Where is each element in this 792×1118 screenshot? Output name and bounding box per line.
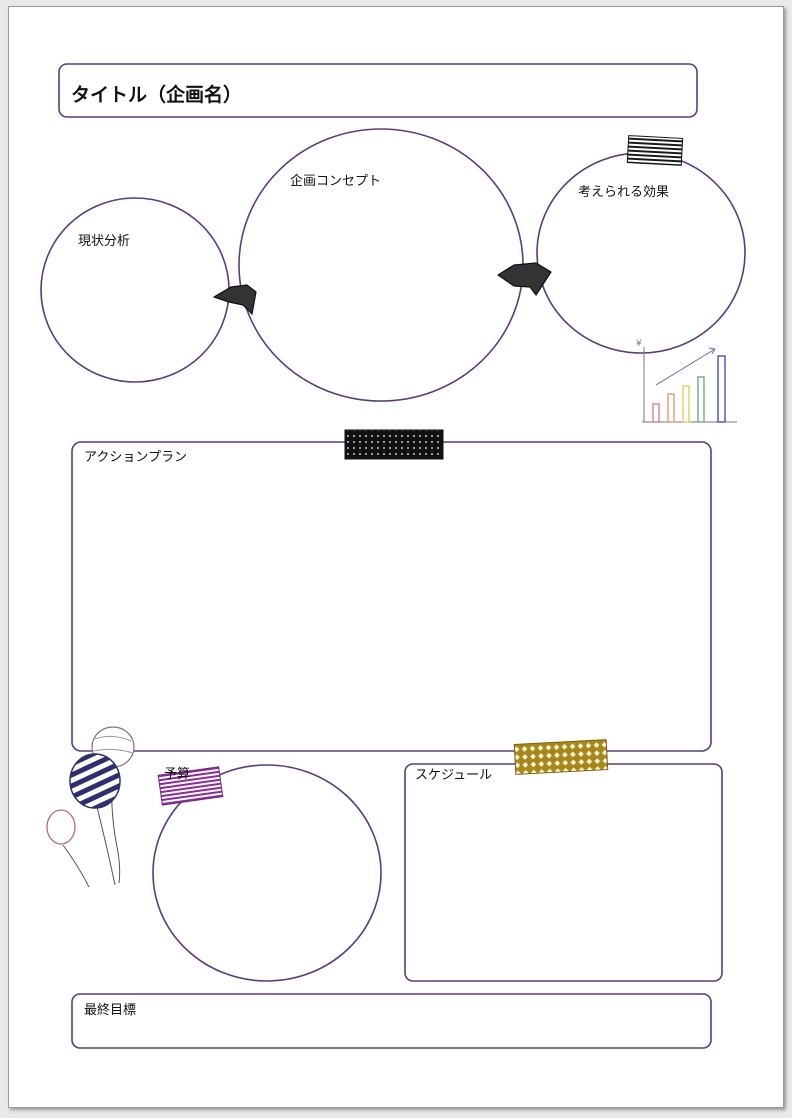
purple-tape-budget [157, 766, 224, 806]
title-frame [58, 63, 698, 118]
action-plan-label: アクションプラン [84, 450, 187, 465]
action-plan-frame [71, 441, 712, 752]
final-goal-frame [71, 993, 712, 1049]
arrow-icon-analysis-to-concept [213, 284, 257, 315]
striped-tape-effects [626, 135, 684, 166]
schedule-frame [404, 763, 723, 982]
arrow-icon-concept-to-effects [497, 262, 552, 296]
bar-chart-doodle-icon [642, 347, 737, 423]
balloons-doodle-icon [46, 726, 135, 888]
current-analysis-circle [40, 197, 230, 383]
concept-label: 企画コンセプト [290, 174, 382, 189]
budget-circle [152, 764, 382, 982]
budget-label: 予算 [164, 767, 191, 782]
effects-circle [536, 152, 746, 354]
page-title: タイトル（企画名） [71, 84, 243, 106]
sheet-artwork: ¥ [40, 63, 746, 1049]
current-analysis-label: 現状分析 [78, 234, 131, 249]
final-goal-label: 最終目標 [84, 1003, 137, 1018]
checkered-tape-schedule [513, 739, 609, 775]
currency-mark: ¥ [636, 339, 642, 349]
planning-sheet: ¥ タイトル（企画名） 現状分析 企画コンセプト 考えられる効果 アクションプラ… [8, 6, 784, 1108]
schedule-label: スケジュール [415, 768, 493, 783]
concept-circle [238, 128, 524, 402]
dotted-tape-action-plan [344, 429, 444, 460]
expected-effects-label: 考えられる効果 [578, 185, 670, 200]
